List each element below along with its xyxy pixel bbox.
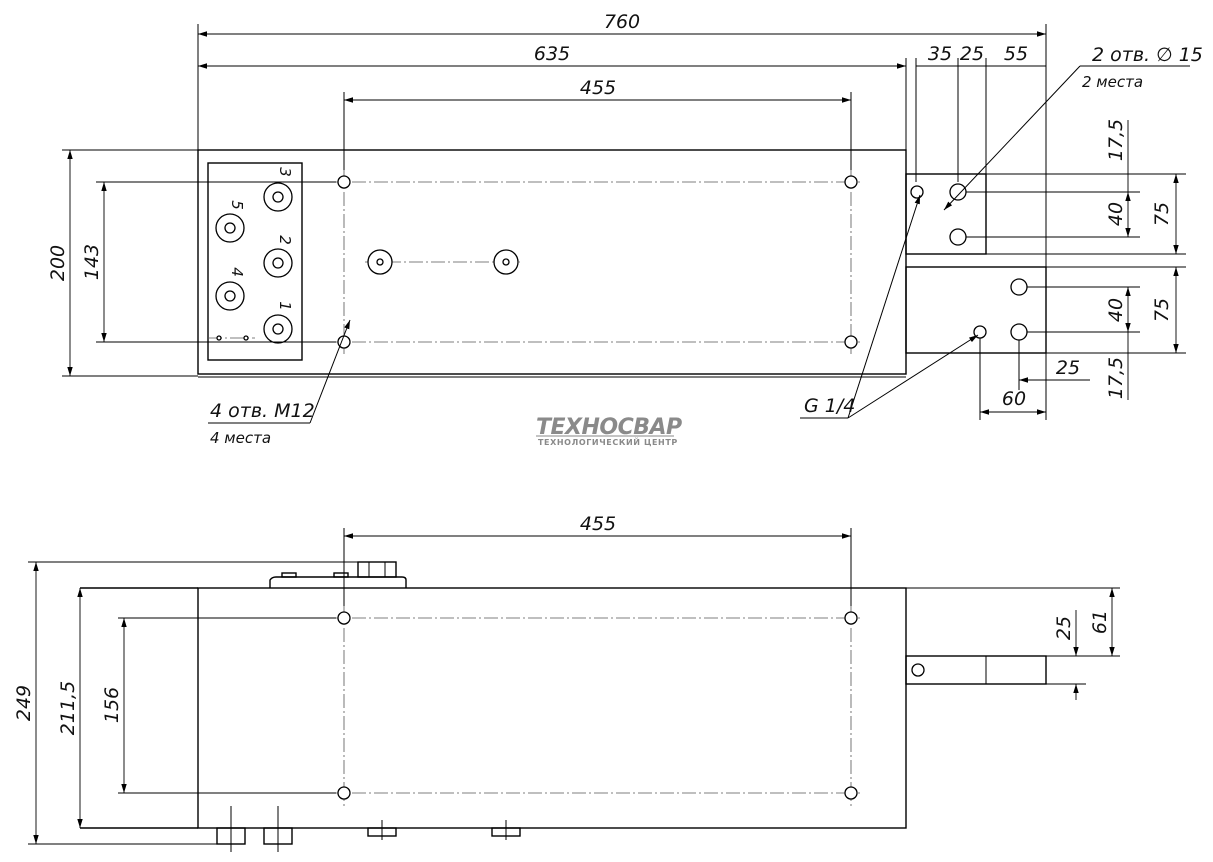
dim-61: 61 [1089, 610, 1111, 634]
dim-249: 249 [13, 685, 35, 721]
top-view: 3 2 1 5 4 760 635 455 35 25 55 [47, 11, 1203, 447]
technosvar-logo: ТЕХНОСВАР ТЕХНОЛОГИЧЕСКИЙ ЦЕНТР [536, 415, 683, 447]
dim-143: 143 [81, 244, 103, 280]
dim-40-top: 40 [1105, 202, 1127, 226]
callout-holes-m12-places: 4 места [210, 429, 271, 447]
mount-hole [844, 335, 858, 349]
dim-156: 156 [101, 687, 123, 723]
dim-200: 200 [47, 245, 69, 281]
dim-455-top: 455 [580, 77, 616, 99]
g-port-hole [910, 185, 924, 199]
dim-17-5-top: 17,5 [1105, 119, 1127, 161]
port-number-2: 2 [276, 235, 294, 245]
bracket-hole [949, 228, 967, 246]
callout-holes-m12: 4 отв. М12 [210, 400, 315, 422]
callout-holes-d15-places: 2 места [1082, 73, 1143, 91]
dim-25-top: 25 [960, 43, 984, 65]
logo-tagline: ТЕХНОЛОГИЧЕСКИЙ ЦЕНТР [538, 436, 678, 447]
dim-55: 55 [1004, 43, 1028, 65]
dim-35: 35 [928, 43, 952, 65]
port-number-3: 3 [276, 167, 294, 177]
dim-75-top: 75 [1151, 202, 1173, 226]
callout-g14: G 1/4 [804, 395, 855, 417]
dim-760: 760 [604, 11, 640, 33]
valve-block [207, 162, 303, 361]
right-bracket-upper [905, 173, 987, 255]
bracket-hole [1010, 323, 1028, 341]
bracket-hole [1010, 278, 1028, 296]
dim-635: 635 [534, 43, 570, 65]
main-body-outline [197, 149, 907, 375]
port-number-4: 4 [228, 267, 246, 277]
port-number-1: 1 [276, 301, 294, 311]
dim-60: 60 [1002, 388, 1026, 410]
mount-hole [844, 175, 858, 189]
side-right-bracket [905, 655, 1047, 685]
side-mount-hole [337, 786, 351, 800]
port-number-5: 5 [228, 200, 246, 210]
side-view: 455 249 211,5 156 25 61 [13, 513, 1120, 852]
dim-25-bottom: 25 [1056, 357, 1080, 379]
dim-25-side: 25 [1053, 616, 1075, 640]
dim-211-5: 211,5 [57, 681, 79, 735]
dim-75-bottom: 75 [1151, 298, 1173, 322]
side-mount-hole [844, 786, 858, 800]
side-body-outline [197, 587, 907, 829]
side-valve-block [269, 576, 407, 588]
dim-455-side: 455 [580, 513, 616, 535]
side-mount-hole [844, 611, 858, 625]
dim-40-bottom: 40 [1105, 298, 1127, 322]
side-mount-hole [337, 611, 351, 625]
callout-holes-d15: 2 отв. ∅ 15 [1092, 44, 1203, 66]
right-bracket-lower [905, 266, 1047, 354]
dim-17-5-bottom: 17,5 [1105, 357, 1127, 399]
bracket-hole [949, 183, 967, 201]
mount-hole [337, 175, 351, 189]
